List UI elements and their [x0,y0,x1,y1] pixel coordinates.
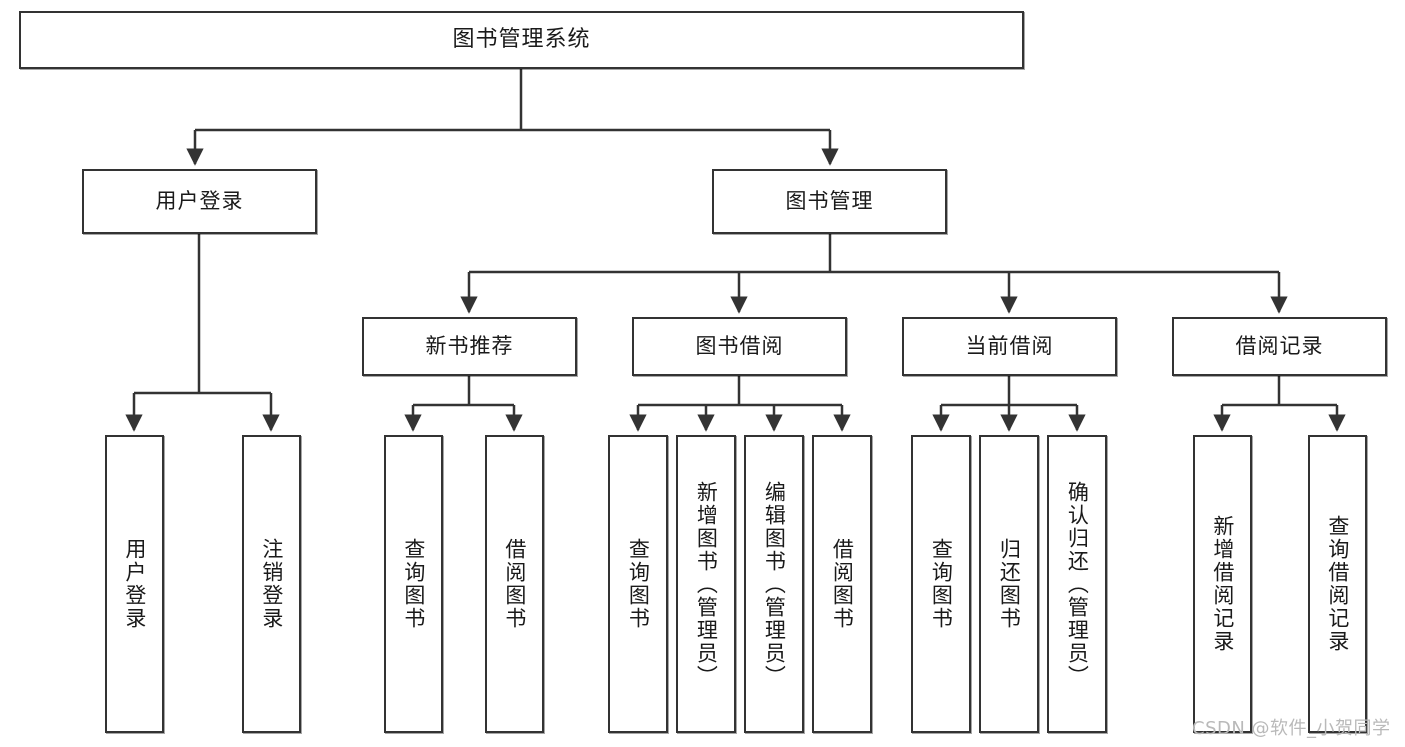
csdn-watermark: CSDN @软件_小贺同学 [1192,718,1391,739]
node-label: 图书借阅 [695,334,784,359]
node-label: 借阅图书 [502,538,527,630]
node-label: 查询图书 [626,538,651,630]
node-borrow-record[interactable]: 借阅记录 [1172,317,1387,376]
node-label: 图书管理系统 [452,27,591,53]
node-label: 借阅图书 [830,538,855,630]
node-root-system[interactable]: 图书管理系统 [19,11,1024,69]
node-label: 查询图书 [929,538,954,630]
node-label: 归还图书 [997,538,1022,630]
leaf-book-borrow-add[interactable]: 新增图书（管理员） [676,435,736,733]
node-label: 查询图书 [401,538,426,630]
node-label: 新增图书（管理员） [694,480,719,688]
node-book-borrow[interactable]: 图书借阅 [632,317,847,376]
node-label: 用户登录 [122,538,147,630]
node-label: 图书管理 [785,189,874,214]
leaf-user-login-logout[interactable]: 注销登录 [242,435,301,733]
node-label: 查询借阅记录 [1325,515,1350,653]
leaf-new-book-query[interactable]: 查询图书 [384,435,443,733]
node-label: 确认归还（管理员） [1065,480,1090,688]
leaf-book-borrow-edit[interactable]: 编辑图书（管理员） [744,435,804,733]
node-new-book-recommend[interactable]: 新书推荐 [362,317,577,376]
node-label: 注销登录 [259,538,284,630]
node-user-login[interactable]: 用户登录 [82,169,317,234]
node-book-management[interactable]: 图书管理 [712,169,947,234]
leaf-borrow-record-add[interactable]: 新增借阅记录 [1193,435,1252,733]
leaf-current-borrow-confirm[interactable]: 确认归还（管理员） [1047,435,1107,733]
leaf-new-book-borrow[interactable]: 借阅图书 [485,435,544,733]
node-label: 编辑图书（管理员） [762,480,787,688]
node-label: 用户登录 [155,189,244,214]
leaf-book-borrow-query[interactable]: 查询图书 [608,435,668,733]
node-current-borrow[interactable]: 当前借阅 [902,317,1117,376]
leaf-current-borrow-return[interactable]: 归还图书 [979,435,1039,733]
node-label: 借阅记录 [1235,334,1324,359]
leaf-user-login-login[interactable]: 用户登录 [105,435,164,733]
leaf-book-borrow-borrow[interactable]: 借阅图书 [812,435,872,733]
node-label: 新书推荐 [425,334,514,359]
node-label: 当前借阅 [965,334,1054,359]
node-label: 新增借阅记录 [1210,515,1235,653]
leaf-current-borrow-query[interactable]: 查询图书 [911,435,971,733]
leaf-borrow-record-query[interactable]: 查询借阅记录 [1308,435,1367,733]
